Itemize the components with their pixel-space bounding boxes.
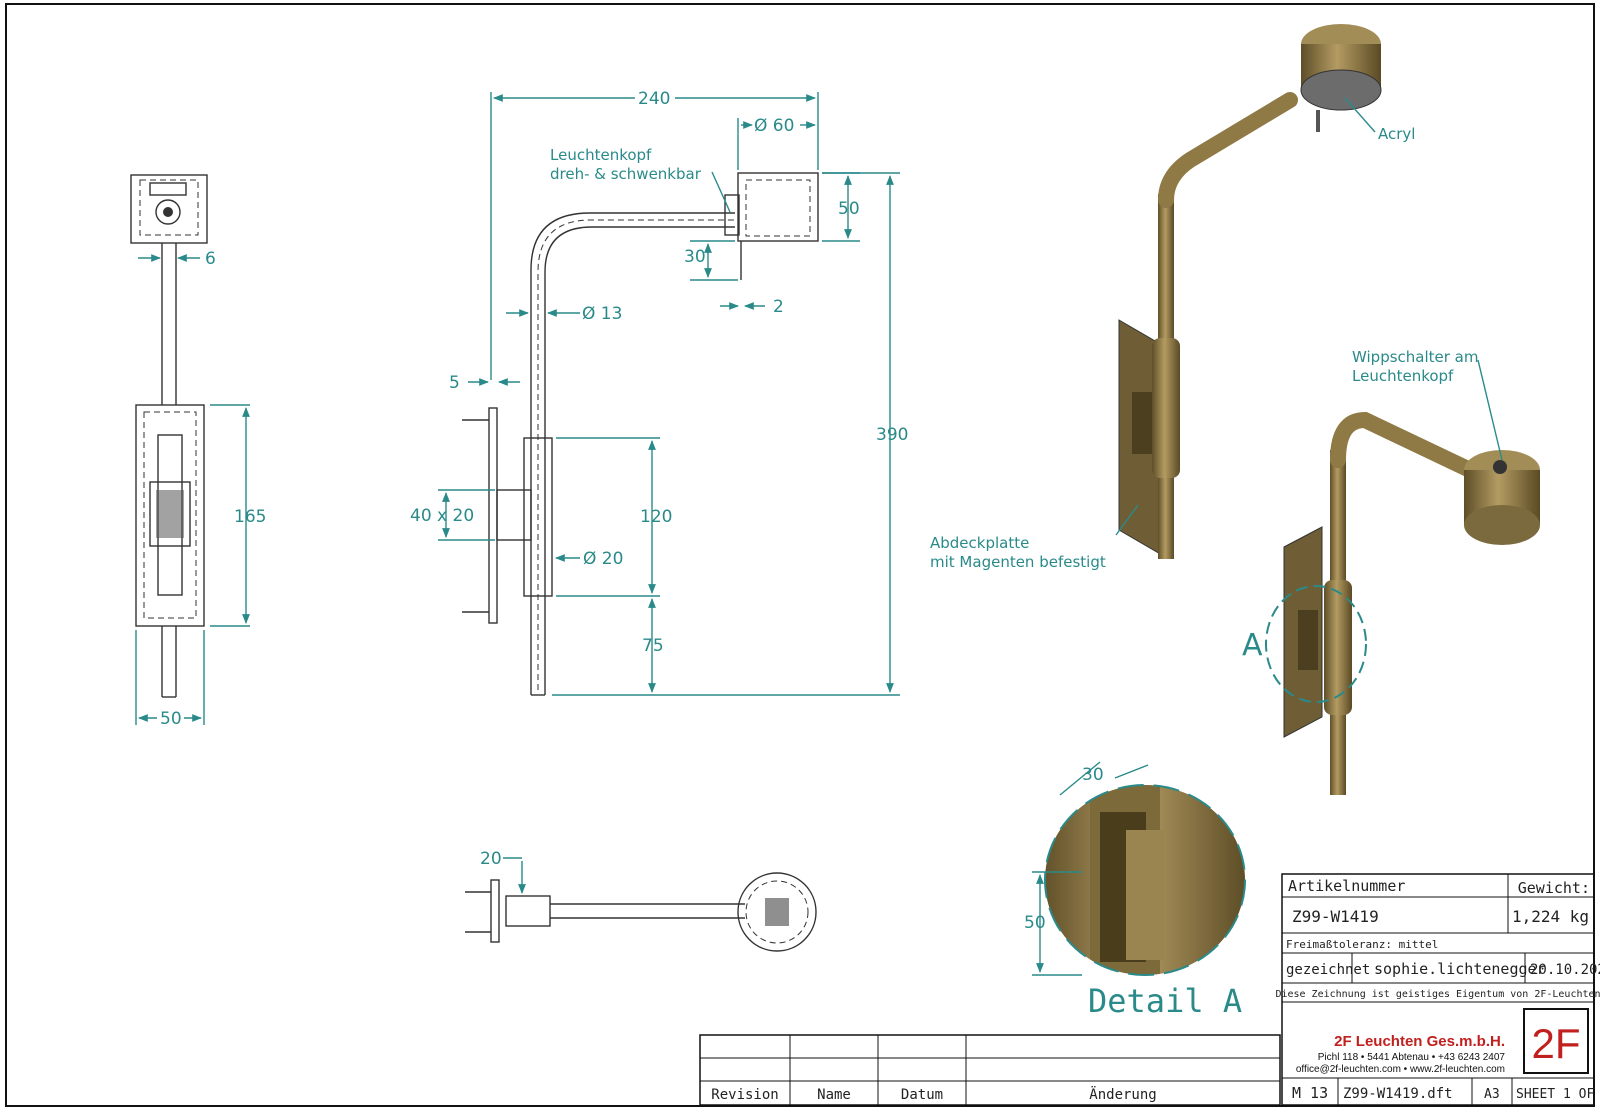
sheet-format: A3 bbox=[1484, 1087, 1500, 1102]
detail-title: Detail A bbox=[1088, 982, 1242, 1020]
bottom-length-dim: 75 bbox=[642, 636, 664, 656]
switch-offset-dim: 30 bbox=[684, 247, 706, 267]
company-name: 2F Leuchten Ges.m.b.H. bbox=[1334, 1033, 1505, 1050]
head-label: Leuchtenkopf dreh- & schwenkbar bbox=[550, 146, 702, 183]
iso-view-secondary: Wippschalter am Leuchtenkopf A bbox=[1242, 348, 1540, 795]
detail-view: 30 50 Detail A bbox=[1024, 761, 1246, 1020]
top-offset-dim: 20 bbox=[480, 849, 502, 869]
cutout-dim: 40 x 20 bbox=[410, 506, 474, 526]
revision-table: Revision Name Datum Änderung bbox=[699, 1034, 1281, 1106]
acryl-label: Acryl bbox=[1378, 125, 1415, 143]
tube-diameter-dim: Ø 13 bbox=[582, 304, 622, 324]
top-view: 20 bbox=[465, 849, 817, 952]
scale: M 13 bbox=[1292, 1084, 1328, 1102]
tolerance-note: Freimaßtoleranz: mittel bbox=[1286, 938, 1438, 951]
sleeve-height-dim: 120 bbox=[640, 507, 672, 527]
title-block: Artikelnummer Gewicht: Z99-W1419 1,224 k… bbox=[1275, 873, 1600, 1106]
iso-view-main: Acryl Abdeckplatte mit Magenten befestig… bbox=[930, 24, 1415, 571]
side-plate-height-dim: 165 bbox=[234, 507, 266, 527]
rev-header-date: Datum bbox=[901, 1087, 943, 1103]
stem-thickness-dim: 2 bbox=[773, 297, 784, 317]
detail-dim-30: 30 bbox=[1082, 765, 1104, 785]
sleeve-diameter-dim: Ø 20 bbox=[583, 549, 623, 569]
article-number: Z99-W1419 bbox=[1292, 907, 1379, 926]
width-dim: 240 bbox=[638, 89, 670, 109]
logo-text: 2F bbox=[1531, 1020, 1580, 1067]
side-plate-width-dim: 50 bbox=[160, 709, 182, 729]
side-stem-width-dim: 6 bbox=[205, 249, 216, 269]
detail-dim-50: 50 bbox=[1024, 913, 1046, 933]
weight-label: Gewicht: bbox=[1518, 879, 1590, 897]
detail-marker: A bbox=[1242, 628, 1263, 663]
head-height-dim: 50 bbox=[838, 199, 860, 219]
weight-value: 1,224 kg bbox=[1512, 907, 1589, 926]
drawn-label: gezeichnet bbox=[1286, 962, 1370, 978]
rev-header-name: Name bbox=[817, 1087, 851, 1103]
company-address: Pichl 118 • 5441 Abtenau • +43 6243 2407 bbox=[1318, 1052, 1506, 1063]
copyright-note: Diese Zeichnung ist geistiges Eigentum v… bbox=[1275, 989, 1600, 1000]
rev-header-revision: Revision bbox=[711, 1087, 778, 1103]
file-name: Z99-W1419.dft bbox=[1343, 1086, 1453, 1102]
drawn-by: sophie.lichtenegger bbox=[1374, 960, 1546, 978]
rev-header-change: Änderung bbox=[1089, 1085, 1156, 1103]
drawn-date: 20.10.2022 bbox=[1530, 962, 1600, 978]
side-view: 6 165 50 bbox=[130, 174, 266, 729]
plate-thickness-dim: 5 bbox=[449, 373, 460, 393]
switch-label: Wippschalter am Leuchtenkopf bbox=[1352, 348, 1483, 385]
front-view: 240 Ø 60 Leuchtenkopf dreh- & schwenkbar… bbox=[410, 89, 908, 696]
head-diameter-dim: Ø 60 bbox=[754, 116, 794, 136]
company-contact: office@2f-leuchten.com • www.2f-leuchten… bbox=[1296, 1064, 1505, 1075]
article-label: Artikelnummer bbox=[1288, 877, 1405, 895]
sheet-number: SHEET 1 OF 2 bbox=[1516, 1087, 1600, 1102]
total-height-dim: 390 bbox=[876, 425, 908, 445]
sheet-border bbox=[5, 3, 1595, 1107]
cover-label: Abdeckplatte mit Magenten befestigt bbox=[930, 534, 1106, 571]
company-logo bbox=[1523, 1008, 1589, 1074]
